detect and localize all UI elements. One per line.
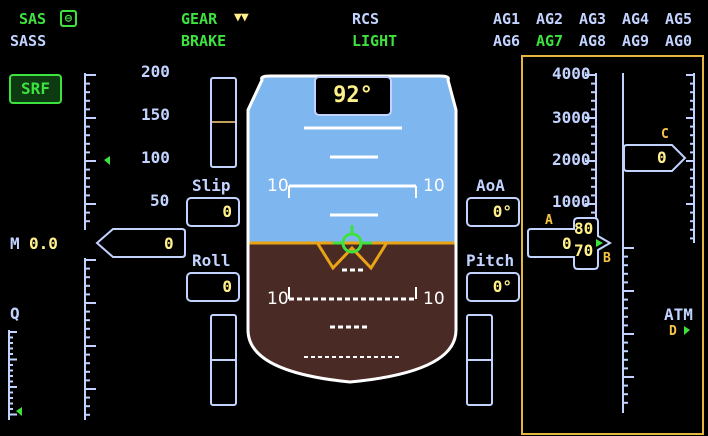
speed-pointer [95, 228, 186, 258]
pitch-ladder-right-pos10: 10 [423, 176, 445, 196]
heading-value: 92° [333, 83, 373, 108]
speed-tape-scale [84, 73, 96, 420]
altitude-roller-top: 80 [574, 219, 594, 238]
roll-label: Roll [192, 251, 231, 270]
sas-indicator-icon: ⊖ [60, 10, 77, 27]
mach-label: M [10, 234, 20, 253]
speed-tick-150: 150 [141, 105, 170, 124]
altitude-bug-icon [596, 239, 603, 247]
throttle-gauge-bottom [210, 314, 237, 406]
altitude-pointer [527, 217, 612, 270]
attitude-bezel [246, 74, 458, 384]
action-group-ag9[interactable]: AG9 [622, 32, 650, 50]
dynamic-pressure-label: Q [10, 304, 20, 323]
brake-label: BRAKE [181, 32, 227, 50]
marker-c-label: C [661, 127, 669, 142]
action-group-ag5[interactable]: AG5 [665, 10, 693, 28]
rcs-label: RCS [352, 10, 380, 28]
slip-label: Slip [192, 176, 231, 195]
speed-mode-button[interactable]: SRF [9, 74, 62, 104]
q-bug-icon [16, 407, 22, 416]
altitude-tape-scale [585, 73, 695, 413]
atm-label: ATM [664, 305, 693, 324]
altitude-tick-1000: 1000 [552, 192, 591, 211]
target-altitude-value: 0 [657, 148, 667, 167]
sass-label: SASS [10, 32, 47, 50]
pitch-label: Pitch [466, 251, 515, 270]
speed-bug-icon [104, 156, 110, 165]
mach-value: 0.0 [29, 234, 58, 253]
action-group-ag4[interactable]: AG4 [622, 10, 650, 28]
aircraft-symbol-icon [316, 243, 388, 271]
light-label: LIGHT [352, 32, 398, 50]
throttle-gauge-top [210, 77, 237, 168]
aoa-label: AoA [476, 176, 505, 195]
flight-path-marker-icon [333, 225, 372, 254]
target-altitude-pointer [623, 144, 687, 172]
speed-tick-50: 50 [150, 191, 170, 210]
action-group-ag0[interactable]: AG0 [665, 32, 693, 50]
speed-value: 0 [164, 234, 174, 253]
marker-a-label: A [545, 213, 553, 228]
marker-d-label: D [669, 324, 677, 339]
aoa-value: 0° [466, 197, 520, 227]
atm-bug-icon [684, 326, 690, 335]
marker-b-label: B [603, 251, 611, 266]
speed-tick-100: 100 [141, 148, 170, 167]
heading-box [314, 76, 392, 116]
attitude-indicator [248, 76, 456, 382]
q-scale [8, 330, 17, 420]
action-group-ag2[interactable]: AG2 [536, 10, 564, 28]
gear-label: GEAR [181, 10, 218, 28]
trim-gauge [466, 314, 493, 406]
altitude-panel[interactable] [521, 55, 704, 435]
action-group-ag1[interactable]: AG1 [493, 10, 521, 28]
sas-label: SAS [19, 10, 47, 28]
pitch-value: 0° [466, 272, 520, 302]
pitch-ladder-right-neg10: 10 [423, 289, 445, 309]
action-group-ag6[interactable]: AG6 [493, 32, 521, 50]
altitude-tick-2000: 2000 [552, 150, 591, 169]
altitude-tick-4000: 4000 [552, 64, 591, 83]
altitude-roller-bottom: 70 [574, 241, 594, 260]
pitch-ladder-left-pos10: 10 [267, 176, 289, 196]
action-group-ag8[interactable]: AG8 [579, 32, 607, 50]
action-group-ag7[interactable]: AG7 [536, 32, 564, 50]
altitude-value: 0 [562, 234, 572, 253]
pitch-ladder-left-neg10: 10 [267, 289, 289, 309]
altitude-tick-3000: 3000 [552, 108, 591, 127]
roll-value: 0 [186, 272, 240, 302]
slip-value: 0 [186, 197, 240, 227]
gear-indicator-icon: ▼▼ [234, 10, 249, 25]
action-group-ag3[interactable]: AG3 [579, 10, 607, 28]
speed-tick-200: 200 [141, 62, 170, 81]
